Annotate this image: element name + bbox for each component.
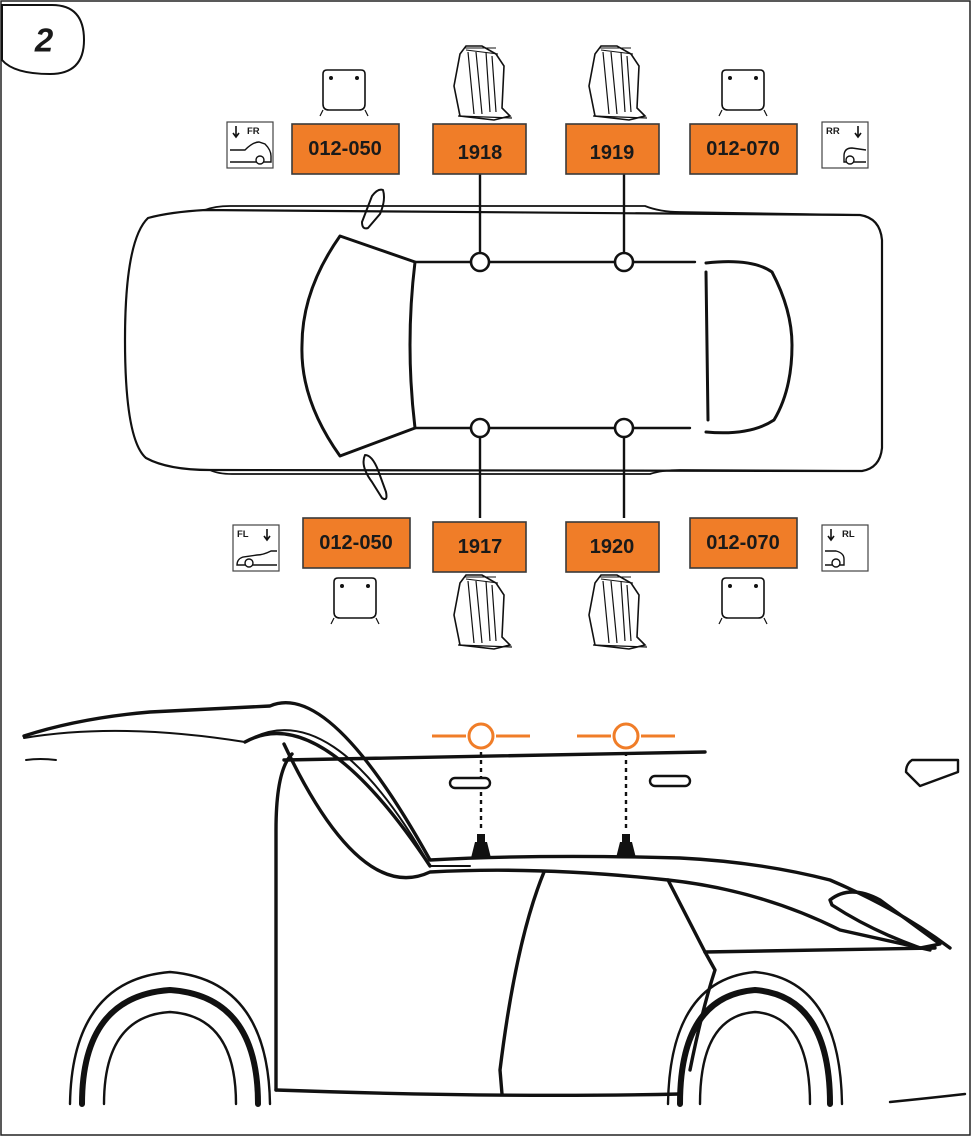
pad-icon-bottom-front bbox=[330, 577, 380, 625]
pad-icon-top-rear bbox=[718, 69, 768, 117]
svg-text:FL: FL bbox=[237, 529, 249, 540]
roof-bar-icon-front bbox=[432, 722, 530, 750]
label-top-rear-foot: 1919 bbox=[565, 123, 660, 175]
svg-text:012-050: 012-050 bbox=[308, 138, 381, 160]
pad-icon-bottom-rear bbox=[718, 577, 768, 625]
label-bottom-front-pad: 012-050 bbox=[302, 517, 411, 569]
svg-text:FR: FR bbox=[247, 126, 260, 137]
car-position-icon-rl: RL bbox=[821, 524, 869, 572]
car-position-icon-fr: FR bbox=[226, 121, 274, 169]
label-bottom-rear-pad: 012-070 bbox=[689, 517, 798, 569]
foot-bracket-icon-1920 bbox=[588, 574, 648, 650]
foot-bracket-icon-1918 bbox=[453, 45, 513, 121]
svg-text:RL: RL bbox=[842, 529, 855, 540]
svg-text:RR: RR bbox=[826, 126, 840, 137]
foot-position-markers bbox=[469, 251, 635, 439]
car-top-view bbox=[123, 188, 884, 501]
car-side-view bbox=[22, 701, 967, 1107]
labels-top: 012-050 1918 1919 012-070 bbox=[291, 123, 798, 175]
drop-guide-lines bbox=[479, 752, 628, 832]
svg-text:012-070: 012-070 bbox=[706, 532, 779, 554]
label-top-rear-pad: 012-070 bbox=[689, 123, 798, 175]
pad-icon-top-front bbox=[319, 69, 369, 117]
svg-text:1917: 1917 bbox=[458, 536, 503, 558]
bar-connectors bbox=[478, 174, 626, 518]
roof-bar-icon-rear bbox=[577, 722, 675, 750]
svg-text:012-070: 012-070 bbox=[706, 138, 779, 160]
step-badge: 2 bbox=[1, 4, 86, 76]
svg-text:1920: 1920 bbox=[590, 536, 635, 558]
car-position-icon-rr: RR bbox=[821, 121, 869, 169]
foot-bracket-icon-1919 bbox=[588, 45, 648, 121]
svg-text:1918: 1918 bbox=[458, 142, 503, 164]
car-position-icon-fl: FL bbox=[232, 524, 280, 572]
label-bottom-rear-foot: 1920 bbox=[565, 521, 660, 573]
roof-mount-icon-rear bbox=[616, 834, 636, 858]
svg-text:1919: 1919 bbox=[590, 142, 635, 164]
svg-text:012-050: 012-050 bbox=[319, 532, 392, 554]
step-number: 2 bbox=[34, 22, 54, 59]
label-top-front-foot: 1918 bbox=[432, 123, 527, 175]
labels-bottom: 012-050 1917 1920 012-070 bbox=[302, 517, 798, 573]
label-bottom-front-foot: 1917 bbox=[432, 521, 527, 573]
label-top-front-pad: 012-050 bbox=[291, 123, 400, 175]
foot-bracket-icon-1917 bbox=[453, 574, 513, 650]
roof-mount-icon-front bbox=[471, 834, 491, 858]
